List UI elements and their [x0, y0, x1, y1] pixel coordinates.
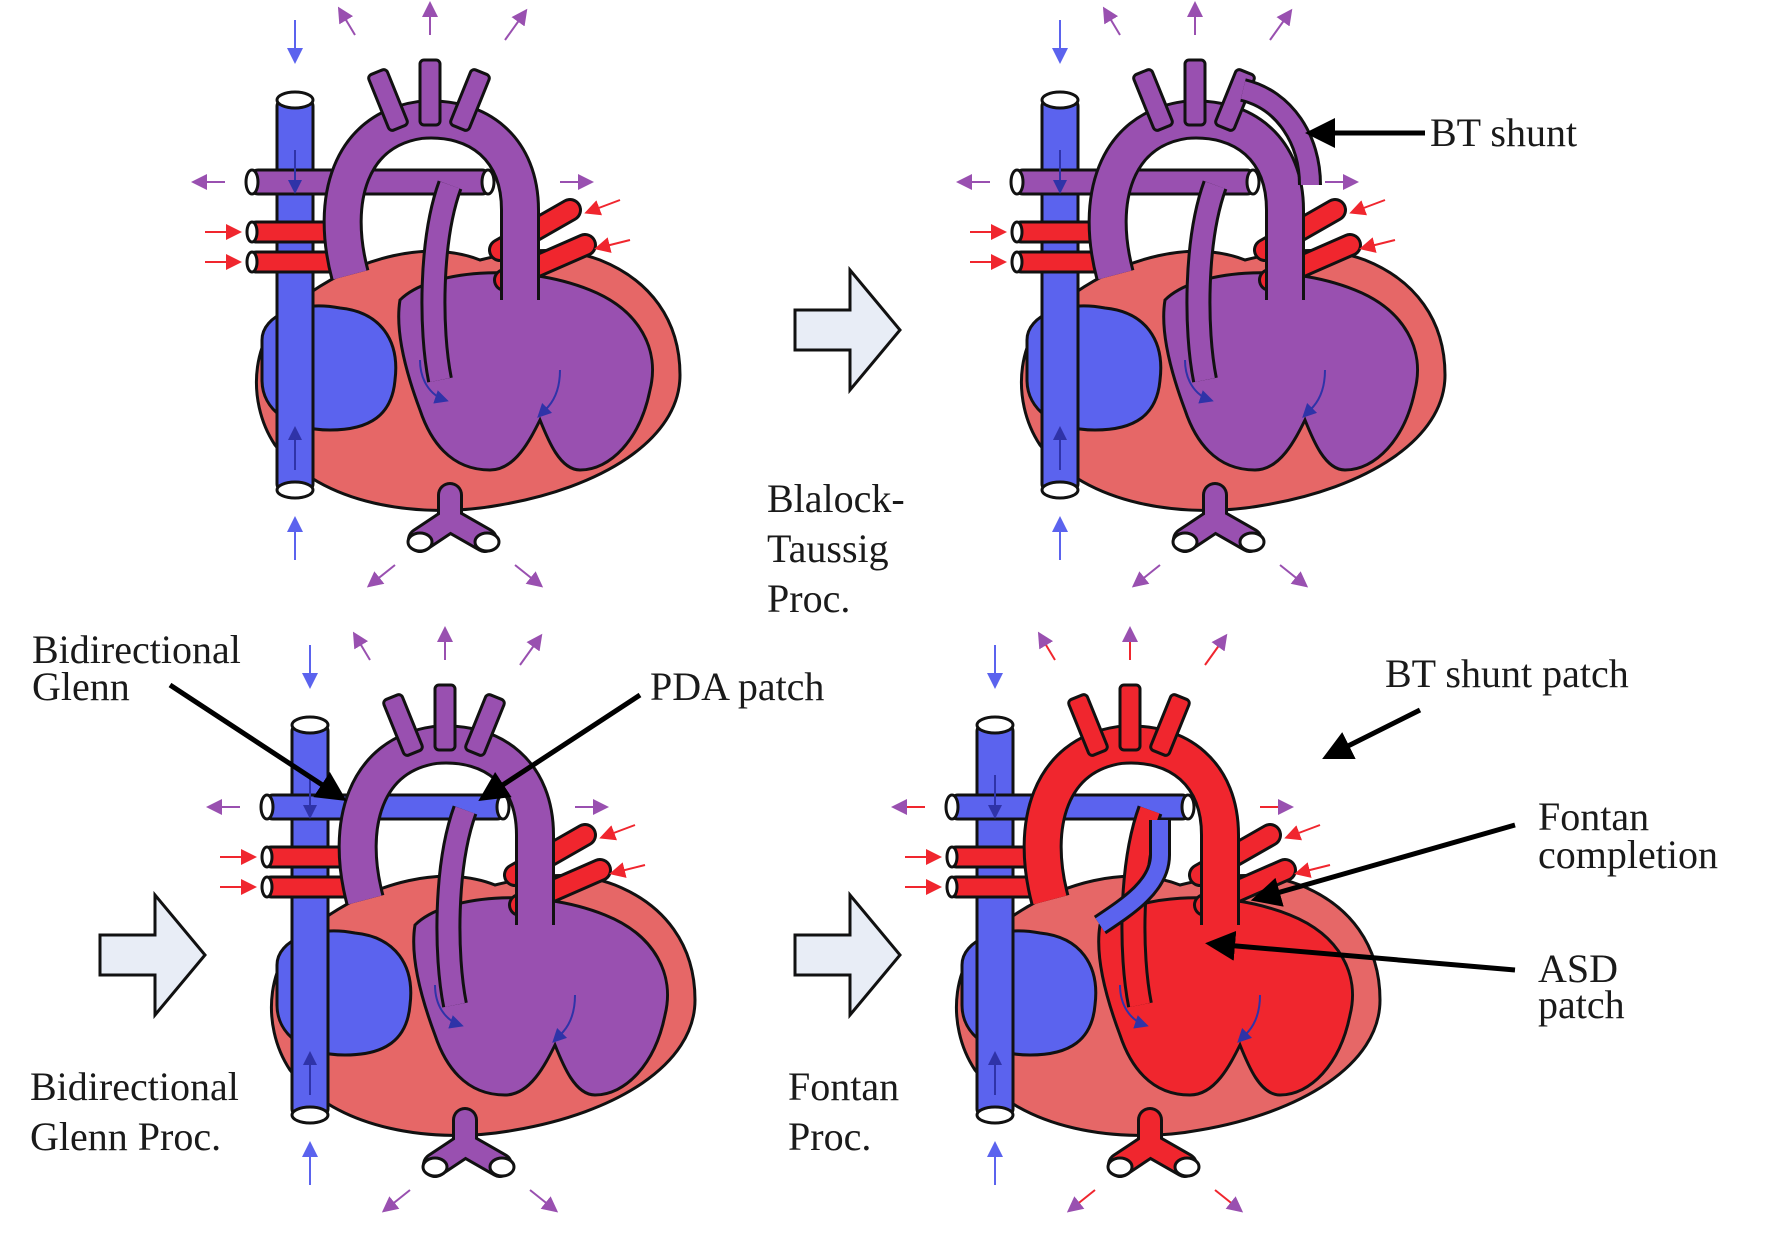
- bd-glenn-line-1: Bidirectional: [32, 627, 241, 672]
- fontan-completion-label: Fontan completion: [1538, 794, 1718, 877]
- fontan-proc-line-2: Proc.: [788, 1114, 871, 1159]
- asd-patch-line-1: ASD: [1538, 946, 1618, 991]
- fontan-completion-line-2: completion: [1538, 832, 1718, 877]
- blalock-taussig-proc-label: Blalock- Taussig Proc.: [767, 476, 905, 621]
- process-arrow-2: [98, 893, 207, 1017]
- bidirectional-glenn-proc-label: Bidirectional Glenn Proc.: [30, 1064, 239, 1159]
- asd-patch-line-2: patch: [1538, 982, 1625, 1027]
- bidirectional-glenn-label: Bidirectional Glenn: [32, 627, 241, 709]
- process-arrow-3: [793, 893, 902, 1017]
- fontan-proc-label: Fontan Proc.: [788, 1064, 899, 1159]
- bt-shunt-label: BT shunt: [1430, 110, 1577, 155]
- bt-shunt-patch-label: BT shunt patch: [1385, 651, 1629, 696]
- blalock-line-3: Proc.: [767, 576, 850, 621]
- pda-patch-label: PDA patch: [650, 664, 824, 709]
- heart-panel-glenn: [210, 630, 695, 1210]
- callout-arrows: [168, 118, 1516, 973]
- bd-glenn-line-2: Glenn: [32, 664, 130, 709]
- heart-panel-preop: [195, 5, 680, 585]
- bd-glenn-proc-line-1: Bidirectional: [30, 1064, 239, 1109]
- fontan-proc-line-1: Fontan: [788, 1064, 899, 1109]
- bd-glenn-proc-line-2: Glenn Proc.: [30, 1114, 221, 1159]
- blalock-line-2: Taussig: [767, 526, 889, 571]
- heart-panel-bt-shunt: [960, 5, 1445, 585]
- heart-panel-fontan: [895, 630, 1380, 1210]
- process-arrow-1: [793, 268, 902, 392]
- fontan-completion-line-1: Fontan: [1538, 794, 1649, 839]
- asd-patch-label: ASD patch: [1538, 946, 1625, 1027]
- blalock-line-1: Blalock-: [767, 476, 905, 521]
